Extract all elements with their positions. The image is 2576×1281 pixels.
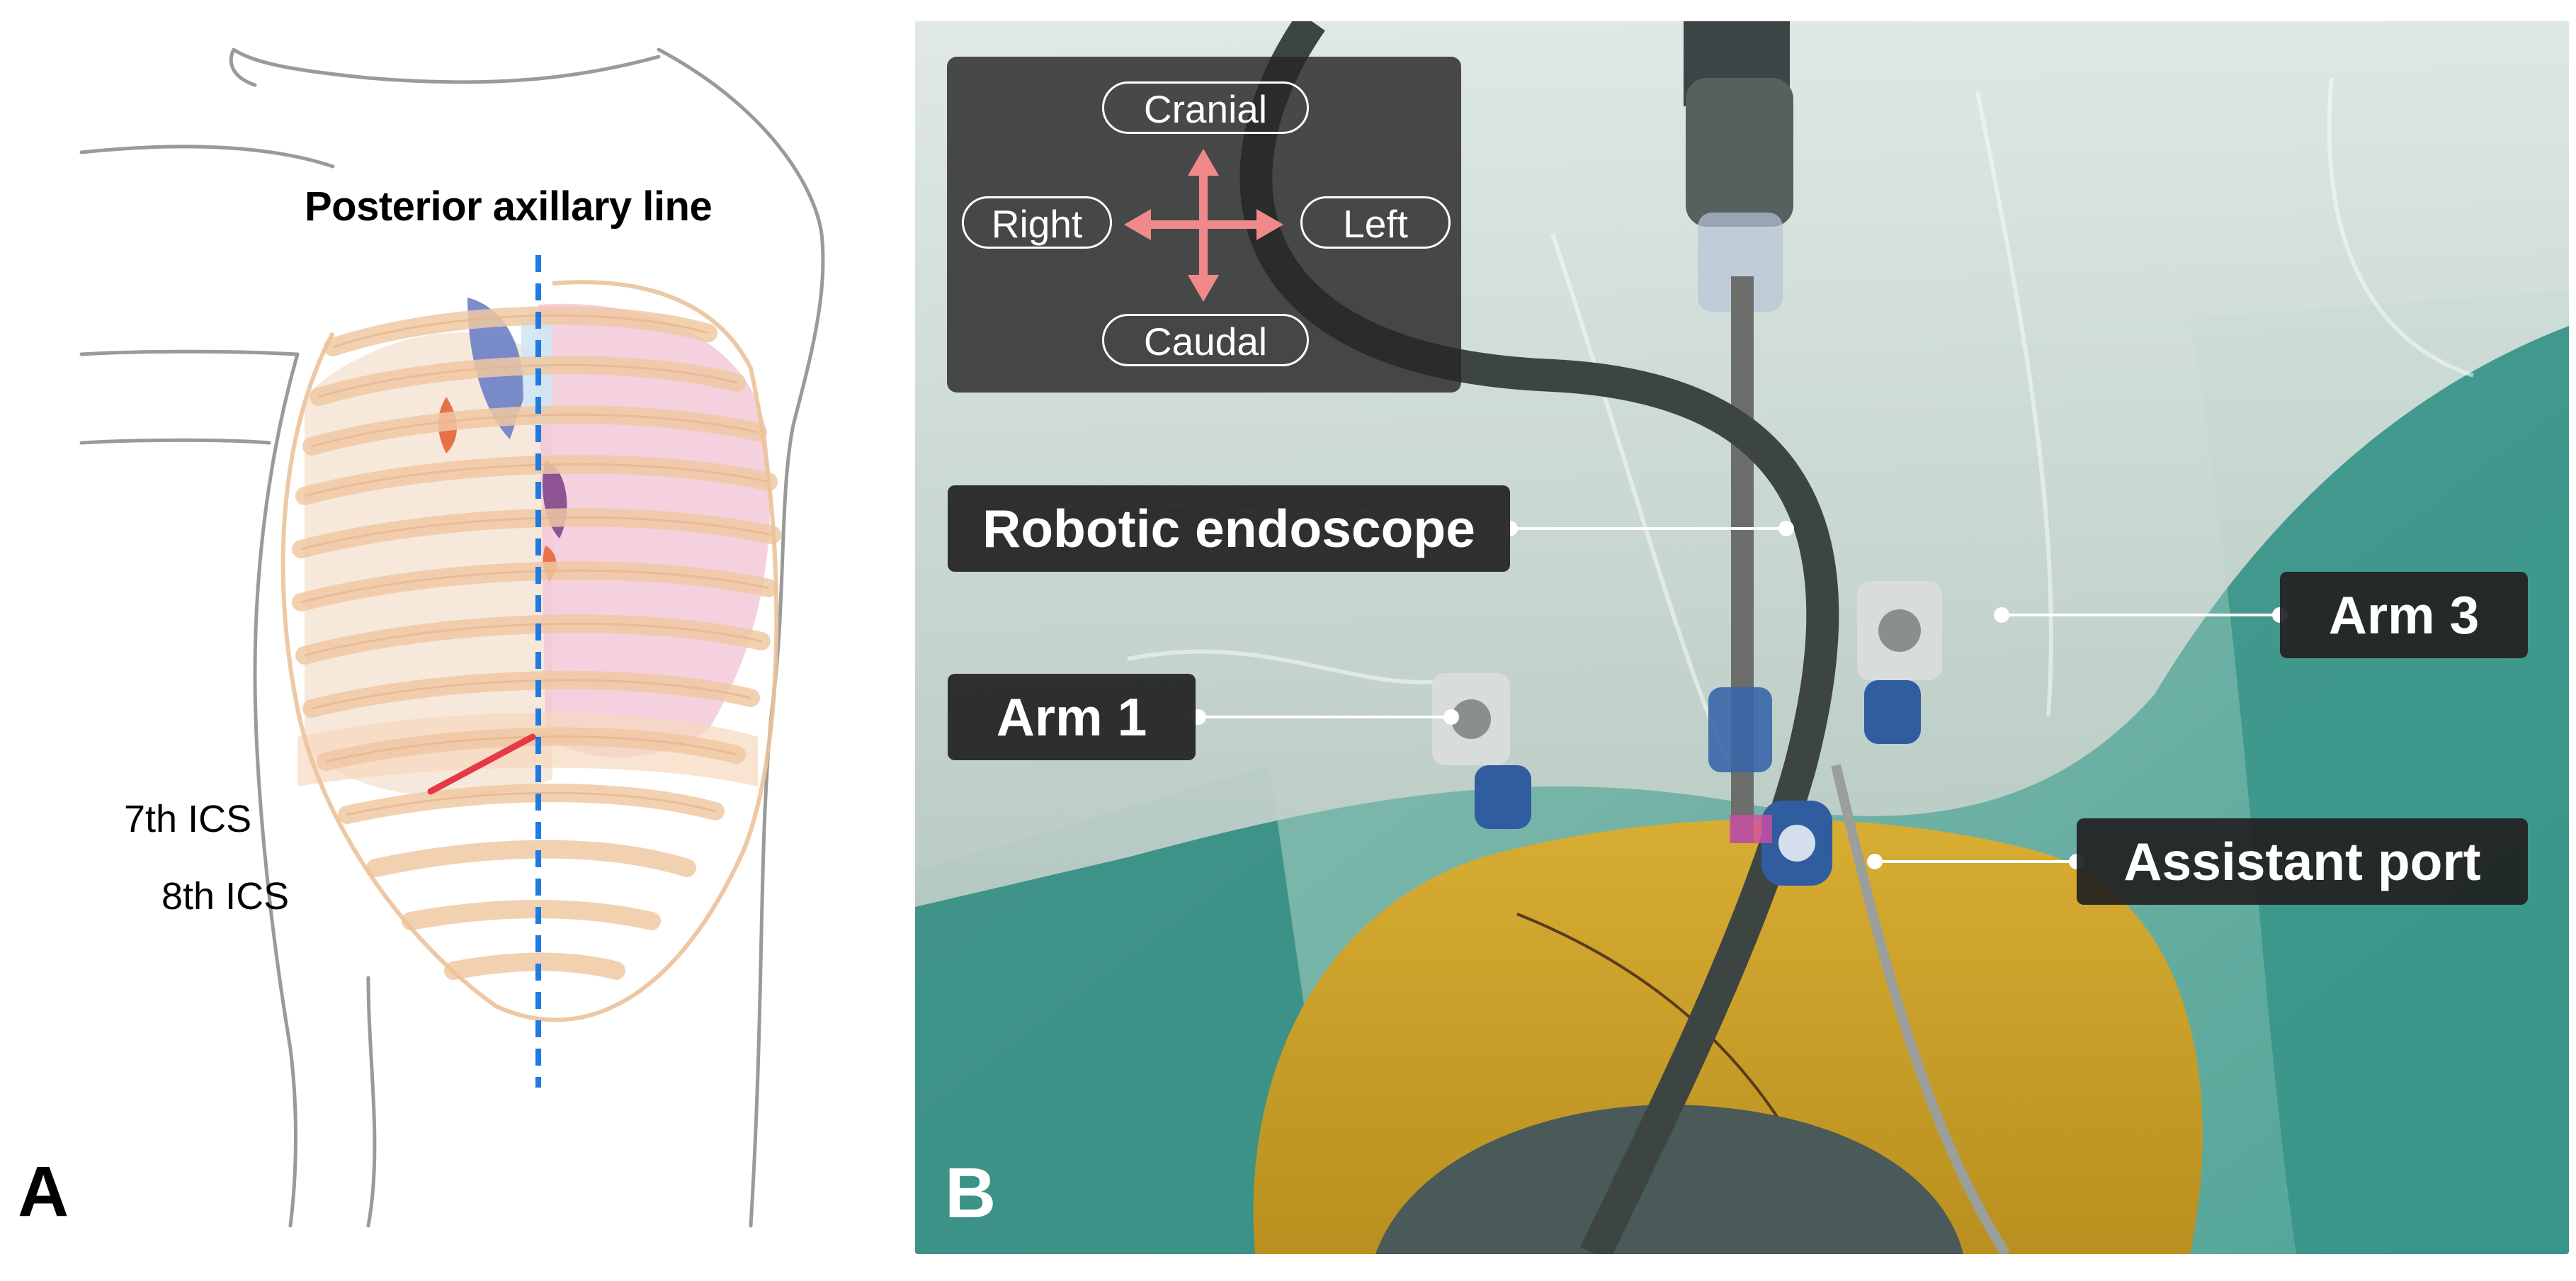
callout-assistant-port: Assistant port <box>2077 818 2528 905</box>
direction-arrows-icon <box>1124 149 1283 302</box>
arm3-port <box>1857 581 1942 744</box>
callout-arm-3: Arm 3 <box>2280 572 2528 658</box>
panel-b-letter: B <box>945 1153 997 1233</box>
callout-arm-1: Arm 1 <box>948 674 1196 760</box>
orientation-cranial: Cranial <box>1102 81 1309 134</box>
ics-7-label: 7th ICS <box>124 798 252 840</box>
panel-a-chest-illustration: Posterior axillary line 7th ICS 8th ICS … <box>0 0 914 1281</box>
panel-b-surgical-photo: Cranial Right Left Caudal Robotic endosc… <box>915 21 2569 1254</box>
arm1-port <box>1432 673 1531 829</box>
ics-8-label: 8th ICS <box>161 875 290 918</box>
assistant-port-device <box>1761 801 1832 886</box>
orientation-left: Left <box>1300 196 1451 249</box>
orientation-legend: Cranial Right Left Caudal <box>947 57 1461 393</box>
incision-mark <box>427 733 536 795</box>
chest-anatomy-drawing <box>79 47 825 1228</box>
orientation-right: Right <box>962 196 1112 249</box>
panel-a-letter: A <box>18 1152 69 1231</box>
posterior-axillary-line-label: Posterior axillary line <box>305 184 713 230</box>
orientation-caudal: Caudal <box>1102 314 1309 366</box>
callout-robotic-endoscope: Robotic endoscope <box>948 485 1510 572</box>
